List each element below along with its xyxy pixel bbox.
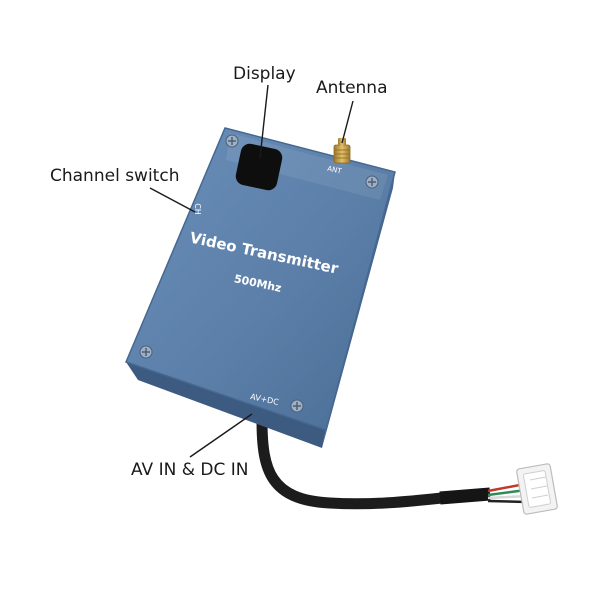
ch-label: CH — [193, 203, 202, 215]
screw-top-right — [365, 175, 379, 189]
transmitter-body: Video Transmitter 500Mhz ANT CH AV+DC — [124, 127, 396, 448]
connector-plug — [516, 463, 558, 515]
screw-bottom-left — [139, 345, 153, 359]
leader-antenna — [341, 100, 354, 144]
screw-top-left — [225, 134, 239, 148]
ant-label: ANT — [327, 165, 343, 176]
screw-bottom-right — [290, 399, 304, 413]
leader-lines — [149, 84, 354, 458]
antenna-connector — [333, 138, 351, 164]
leader-channel — [149, 187, 196, 213]
callout-av-dc-in: AV IN & DC IN — [131, 460, 249, 480]
cable — [256, 414, 558, 515]
callout-antenna: Antenna — [316, 78, 388, 98]
callout-display: Display — [233, 64, 296, 84]
callout-channel-switch: Channel switch — [50, 166, 180, 186]
display-window — [235, 143, 283, 191]
leader-avdc — [189, 413, 253, 458]
leader-display — [259, 84, 269, 159]
wire-black — [487, 499, 528, 504]
